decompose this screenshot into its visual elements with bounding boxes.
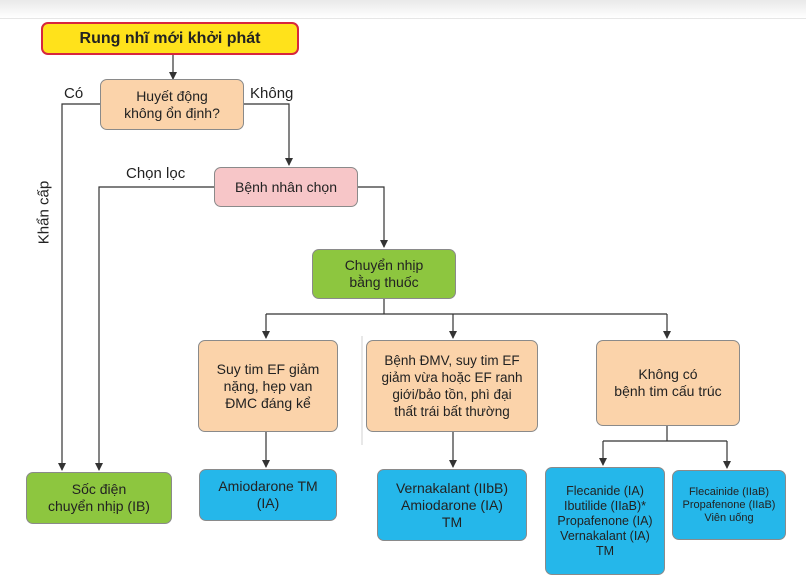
node-cad-label: Bệnh ĐMV, suy tim EF giảm vừa hoặc EF ra… [381,353,523,419]
node-start: Rung nhĩ mới khởi phát [41,22,299,55]
node-cad: Bệnh ĐMV, suy tim EF giảm vừa hoặc EF ra… [366,340,538,432]
node-verna-label: Vernakalant (IIbB) Amiodarone (IA) TM [395,479,509,530]
node-select-label: Bệnh nhân chọn [235,178,337,195]
edge-select-pharm [358,186,388,248]
label-yes: Có [64,85,84,102]
node-hemo-label: Huyết động không ổn định? [124,87,220,121]
label-no: Không [250,85,294,102]
node-flecainide-iv: Flecanide (IA) Ibutilide (IIaB)* Propafe… [545,467,665,575]
label-urgent: Khẩn cấp [35,180,53,245]
node-flec2-label: Flecainide (IIaB) Propafenone (IIaB) Viê… [682,485,776,524]
node-start-label: Rung nhĩ mới khởi phát [79,30,261,47]
node-pharm-cardioversion: Chuyển nhịp bằng thuốc [312,249,456,299]
node-vernakalant: Vernakalant (IIbB) Amiodarone (IA) TM [377,469,527,541]
edge-select-shock [95,186,214,471]
node-shock-label: Sốc điện chuyển nhịp (IB) [48,481,150,514]
node-flec1-label: Flecanide (IA) Ibutilide (IIaB)* Propafe… [557,483,653,558]
node-electrical-cardioversion: Sốc điện chuyển nhịp (IB) [26,472,172,524]
node-no-structural: Không có bệnh tim cấu trúc [596,340,740,426]
edge-hemo-select [244,103,293,166]
node-severe-hf: Suy tim EF giảm nặng, hẹp van ĐMC đáng k… [198,340,338,432]
node-patient-choice: Bệnh nhân chọn [214,167,358,207]
node-hf-label: Suy tim EF giảm nặng, hẹp van ĐMC đáng k… [216,360,320,411]
node-nostruct-label: Không có bệnh tim cấu trúc [614,366,722,399]
node-pharm-label: Chuyển nhịp bằng thuốc [344,257,424,290]
edge-hemo-shock [58,103,100,471]
top-band [0,0,806,19]
node-hemo-question: Huyết động không ổn định? [100,79,244,130]
label-elective: Chọn lọc [126,165,186,182]
node-amiodarone: Amiodarone TM (IA) [199,469,337,521]
node-flecainide-oral: Flecainide (IIaB) Propafenone (IIaB) Viê… [672,470,786,540]
node-amio-label: Amiodarone TM (IA) [218,478,318,511]
